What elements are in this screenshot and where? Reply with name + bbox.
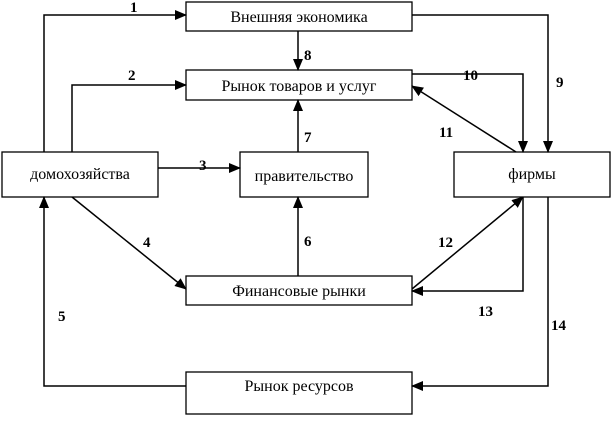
node-label-resource-market: Рынок ресурсов: [244, 378, 353, 395]
flow-label-9: 9: [556, 75, 564, 91]
flow-label-6: 6: [304, 234, 312, 250]
flow-label-3: 3: [199, 158, 207, 174]
node-label-government: правительство: [255, 168, 354, 185]
node-label-firms: фирмы: [508, 166, 556, 183]
flow-13-firms-to-financial-markets: [411, 197, 524, 296]
node-households: домохозяйства: [1, 151, 159, 198]
flow-label-14: 14: [551, 318, 567, 334]
node-resource-market: Рынок ресурсов: [185, 371, 413, 415]
flow-12-financial-markets-to-firms: [411, 196, 524, 290]
node-label-external-economy: Внешняя экономика: [230, 9, 367, 26]
flow-label-7: 7: [304, 130, 312, 146]
node-government: правительство: [239, 151, 369, 198]
flow-label-13: 13: [478, 304, 493, 320]
flow-label-4: 4: [143, 235, 151, 251]
flow-label-2: 2: [128, 68, 136, 84]
flow-label-5: 5: [58, 309, 66, 325]
node-label-financial-markets: Финансовые рынки: [232, 283, 366, 300]
flow-label-11: 11: [439, 125, 453, 141]
node-external-economy: Внешняя экономика: [185, 1, 413, 32]
node-financial-markets: Финансовые рынки: [185, 275, 413, 306]
flow-11-firms-to-goods-market: [411, 85, 517, 153]
node-label-goods-market: Рынок товаров и услуг: [222, 78, 377, 95]
flow-label-10: 10: [463, 68, 478, 84]
node-firms: фирмы: [453, 151, 611, 198]
flow-label-12: 12: [438, 235, 453, 251]
flow-2-households-to-goods-market: [71, 80, 187, 152]
flow-label-8: 8: [304, 48, 312, 64]
node-goods-market: Рынок товаров и услуг: [185, 69, 413, 101]
flow-5-resource-market-to-households: [39, 196, 186, 387]
flow-14-firms-to-resource-market: [411, 197, 549, 391]
flow-1-households-to-external-economy: [43, 10, 187, 152]
flow-9-external-economy-to-firms: [412, 14, 553, 153]
node-label-households: домохозяйства: [30, 166, 130, 183]
flow-10-goods-market-to-firms: [412, 73, 528, 153]
flow-4-households-to-financial-markets: [71, 196, 187, 290]
flow-label-1: 1: [130, 0, 138, 16]
